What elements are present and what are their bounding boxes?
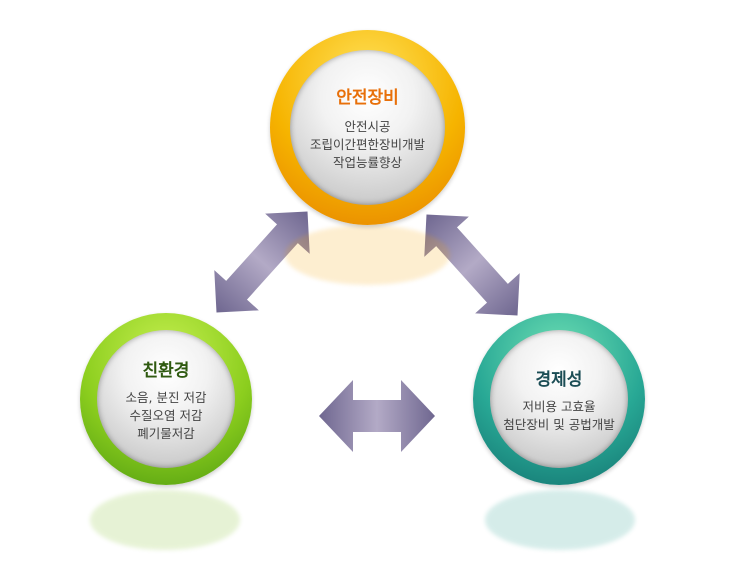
node-safety-equipment: 안전장비 안전시공 조립이간편한장비개발 작업능률향상	[270, 30, 465, 225]
node-eco-friendly: 친환경 소음, 분진 저감 수질오염 저감 폐기물저감	[80, 313, 252, 485]
node-line: 조립이간편한장비개발	[309, 137, 425, 152]
node-title: 경제성	[535, 369, 583, 390]
node-line: 수질오염 저감	[129, 407, 203, 423]
node-line: 작업능률향상	[332, 155, 402, 170]
double-arrow-left	[214, 211, 310, 313]
double-arrow-bottom	[319, 380, 435, 452]
node-line: 저비용 고효율	[522, 398, 596, 414]
node-line: 폐기물저감	[137, 425, 195, 441]
node-economy: 경제성 저비용 고효율 첨단장비 및 공법개발	[473, 313, 645, 485]
node-title: 안전장비	[336, 88, 399, 108]
node-line: 안전시공	[344, 119, 391, 134]
node-line: 소음, 분진 저감	[125, 389, 207, 405]
node-line: 첨단장비 및 공법개발	[503, 416, 615, 432]
double-arrow-right	[424, 214, 520, 316]
node-title: 친환경	[142, 360, 190, 381]
